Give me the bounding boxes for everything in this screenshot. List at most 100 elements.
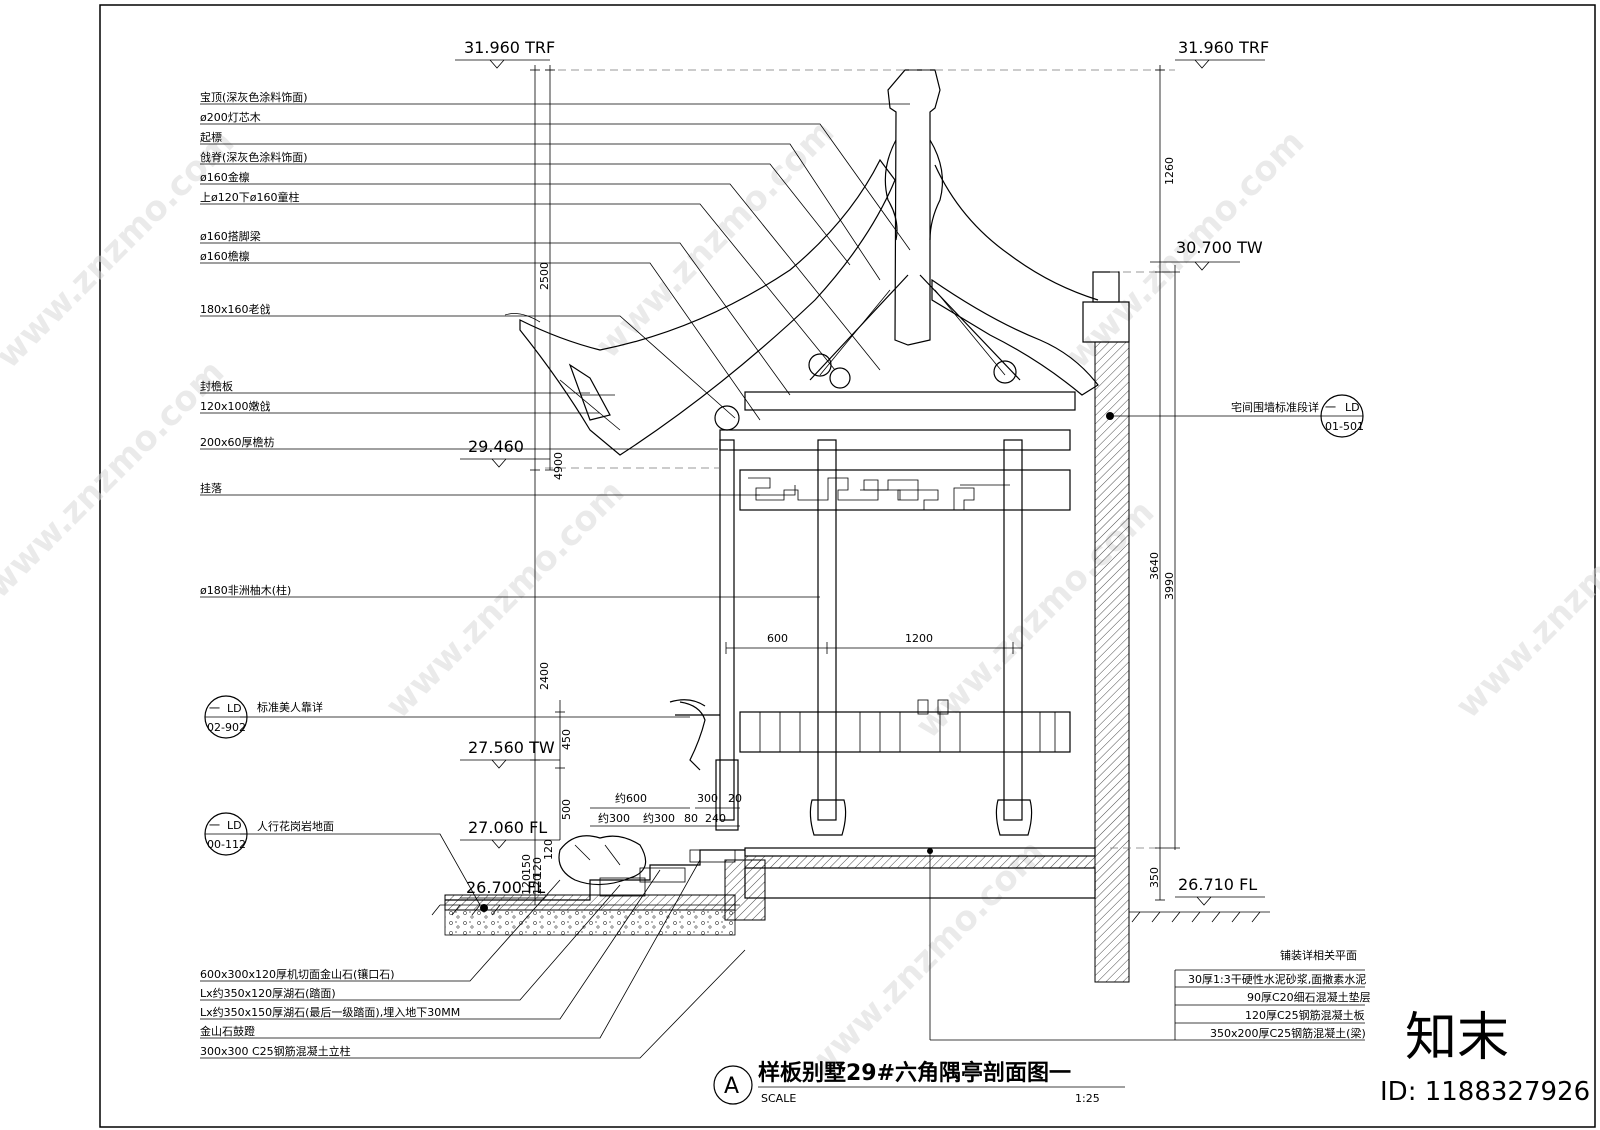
- boundary-wall: [1082, 271, 1130, 983]
- dimension-chains: 2500 4900 2400 450 500 1260 3640 3990 35…: [520, 65, 1180, 905]
- label: 120x100嫩戗: [200, 399, 271, 413]
- label: 180x160老戗: [200, 303, 271, 316]
- elevation-label: 31.960 TRF: [464, 38, 555, 57]
- label: ø200灯芯木: [200, 110, 261, 124]
- label: Lx约350x150厚湖石(最后一级踏面),埋入地下30MM: [200, 1005, 460, 1019]
- dim-450: 450: [560, 729, 573, 750]
- detail-ref: 一 LD 00-112: [204, 812, 248, 856]
- pavement-row: 350x200厚C25钢筋混凝土(梁): [1210, 1026, 1366, 1040]
- dim-s240: 240: [705, 812, 726, 825]
- watermark-site: www.znzmo.com: [798, 832, 1052, 1086]
- dim-s300: 300: [697, 792, 718, 805]
- label: 200x60厚檐枋: [200, 435, 275, 449]
- watermark-site: www.znzmo.com: [1448, 472, 1600, 726]
- lattice-hanging: [739, 469, 1071, 511]
- leader: ø200灯芯木: [200, 110, 911, 251]
- leader: 宝顶(深灰色涂料饰面): [200, 90, 910, 105]
- pavement-table: 铺装详相关平面 30厚1:3干硬性水泥砂浆,面撒素水泥 90厚C20细石混凝土垫…: [927, 848, 1371, 1041]
- elevation-mark: 30.700 TW: [1150, 238, 1263, 271]
- elevation-label: 31.960 TRF: [1178, 38, 1269, 57]
- pavement-header: 铺装详相关平面: [1280, 948, 1357, 962]
- leader: 戗脊(深灰色涂料饰面): [200, 150, 851, 266]
- detail-ref-sheet: 00-112: [207, 838, 246, 851]
- leader: Lx约350x150厚湖石(最后一级踏面),埋入地下30MM: [200, 869, 661, 1020]
- drawing-title-text: 样板别墅29#六角隅亭剖面图一: [758, 1060, 1071, 1086]
- label: ø160檐檩: [200, 249, 250, 263]
- label: Lx约350x120厚湖石(踏面): [200, 986, 336, 1000]
- detail-ref: 一 LD 02-902: [204, 695, 248, 739]
- label: ø180非洲柚木(柱): [200, 583, 291, 597]
- leader: 600x300x120厚机切面金山石(镶口石): [200, 879, 561, 982]
- watermark-site: www.znzmo.com: [378, 472, 632, 726]
- dim-s600: 约600: [615, 792, 647, 805]
- dim-2500: 2500: [538, 262, 551, 290]
- leader: Lx约350x120厚湖石(踏面): [200, 884, 621, 1001]
- leader: ø180非洲柚木(柱): [200, 583, 820, 598]
- elevation-label: 26.710 FL: [1178, 875, 1257, 894]
- elevation-mark: 26.710 FL: [1175, 875, 1265, 906]
- dim-500: 500: [560, 799, 573, 820]
- dim-2400: 2400: [538, 662, 551, 690]
- elevation-mark: 27.060 FL: [460, 818, 560, 849]
- dim-v120d: 120: [520, 874, 533, 895]
- detail-ref-code: LD: [227, 702, 242, 715]
- brand-id: ID: 1188327926: [1380, 1077, 1590, 1107]
- columns: [715, 439, 1033, 836]
- dim-s300a: 约300: [598, 812, 630, 825]
- elevation-label: 27.560 TW: [468, 738, 555, 757]
- label: 标准美人靠详: [257, 700, 323, 714]
- dim-3640: 3640: [1148, 552, 1161, 580]
- label: 封檐板: [200, 379, 233, 393]
- brand-logo-text: 知末: [1405, 1008, 1509, 1068]
- dim-v120b: 120: [531, 857, 544, 878]
- elevation-mark: 26.700 FL: [460, 878, 545, 912]
- dim-v120a: 120: [542, 839, 555, 860]
- watermark-site: www.znzmo.com: [0, 352, 232, 606]
- dim-600: 600: [767, 632, 788, 645]
- bench: [669, 699, 1071, 771]
- dim-s300b: 约300: [643, 812, 675, 825]
- elevation-label: 26.700 FL: [466, 878, 545, 897]
- scale-label: SCALE: [761, 1092, 796, 1105]
- elevation-label: 27.060 FL: [468, 818, 547, 837]
- roof-left: [519, 158, 896, 456]
- elevation-mark: 29.460: [460, 437, 550, 468]
- title-circle-letter: A: [724, 1074, 739, 1099]
- leader: 人行花岗岩地面: [240, 819, 481, 906]
- leader: 180x160老戗: [200, 303, 736, 419]
- dim-v120c: 120: [531, 874, 544, 895]
- elevation-mark: 31.960 TRF: [1175, 38, 1269, 69]
- wall-leader: 宅间围墙标准段详: [1106, 400, 1322, 420]
- dim-350: 350: [1148, 867, 1161, 888]
- label: 宝顶(深灰色涂料饰面): [200, 90, 308, 104]
- label: ø160搭脚梁: [200, 229, 261, 243]
- watermark-site: www.znzmo.com: [588, 112, 842, 366]
- leader: 封檐板: [200, 379, 590, 394]
- dim-s80: 80: [684, 812, 698, 825]
- leader: ø160金檩: [200, 170, 881, 371]
- leader: 金山石鼓蹬: [200, 859, 701, 1039]
- detail-ref-code: LD: [227, 819, 242, 832]
- label: 人行花岗岩地面: [257, 819, 334, 833]
- elevation-label: 29.460: [468, 437, 524, 456]
- label: ø160金檩: [200, 170, 250, 184]
- leader: 200x60厚檐枋: [200, 435, 718, 450]
- leader: 300x300 C25钢筋混凝土立柱: [200, 949, 746, 1059]
- label: 600x300x120厚机切面金山石(镶口石): [200, 967, 395, 981]
- sheet-border: [99, 4, 1596, 1128]
- column: [719, 439, 735, 821]
- elevation-markers: 31.960 TRF 31.960 TRF 30.700 TW 29.460 2…: [455, 38, 1269, 912]
- elevation-mark: 27.560 TW: [460, 738, 560, 769]
- dim-1260: 1260: [1163, 157, 1176, 185]
- label: 上ø120下ø160童柱: [200, 190, 299, 204]
- leader: 标准美人靠详: [240, 700, 690, 718]
- label: 起標: [200, 130, 222, 144]
- leader-labels: 宝顶(深灰色涂料饰面) ø200灯芯木 起標 戗脊(深灰色涂料饰面) ø160金…: [200, 90, 911, 906]
- leader: 挂落: [200, 481, 760, 496]
- dim-3990: 3990: [1163, 572, 1176, 600]
- label: 300x300 C25钢筋混凝土立柱: [200, 1044, 351, 1058]
- detail-ref-sheet: 01-501: [1325, 420, 1364, 433]
- detail-ref-top: 一: [209, 702, 220, 715]
- dim-s20: 20: [728, 792, 742, 805]
- wall-label: 宅间围墙标准段详: [1231, 400, 1319, 414]
